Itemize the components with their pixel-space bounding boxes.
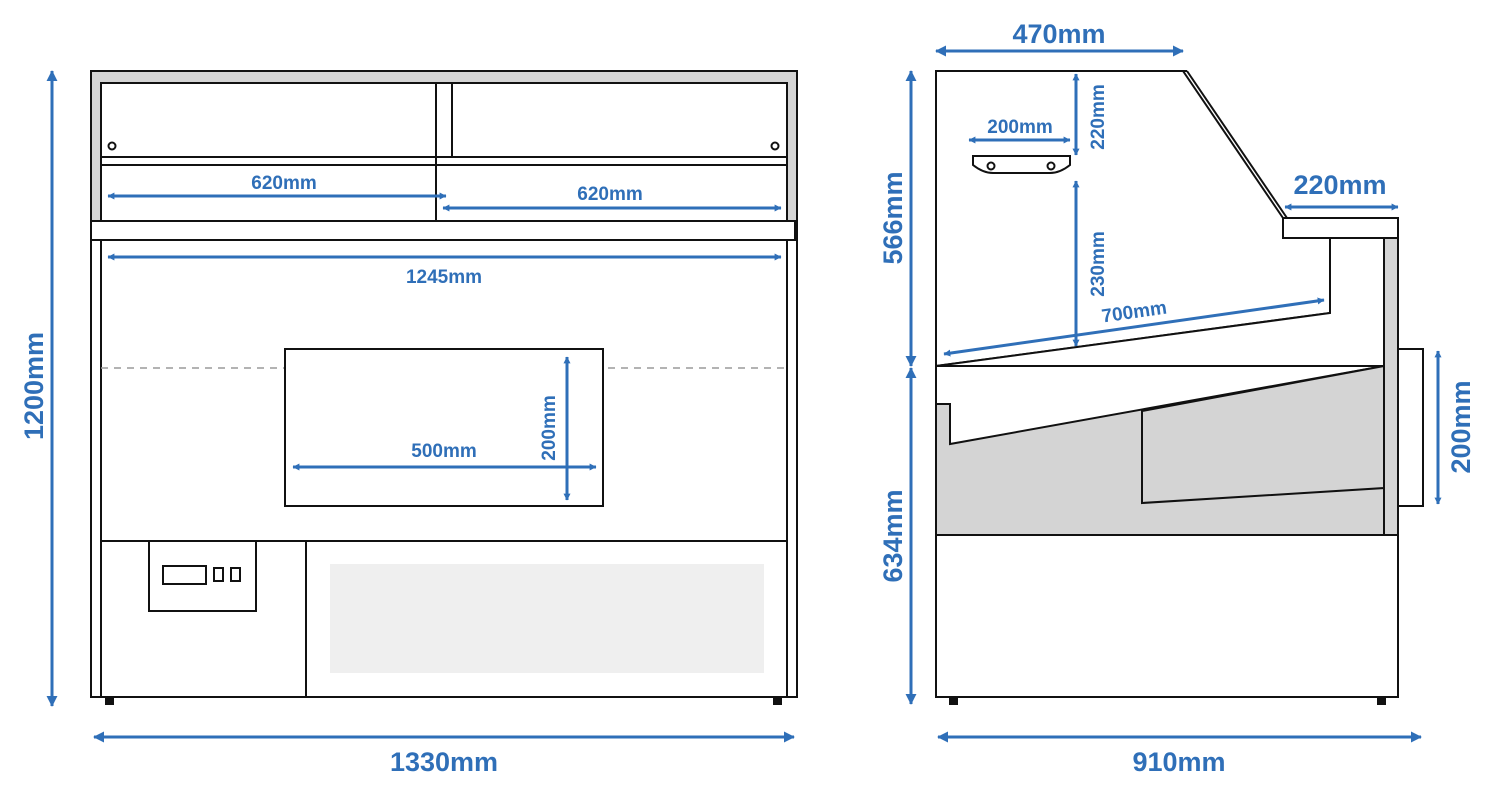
- side-glass-slant: [1186, 70, 1288, 219]
- front-screw-right: [770, 141, 780, 151]
- side-bracket-screw-1: [986, 161, 996, 171]
- label-side-panel: 200mm: [1446, 380, 1476, 473]
- label-shelf-left: 620mm: [251, 173, 317, 194]
- side-foot-left: [949, 697, 958, 705]
- front-display-opening: [284, 348, 604, 507]
- side-view: 470mm 566mm 634mm 910mm 200mm 220mm 230m…: [878, 19, 1476, 777]
- control-button-1: [213, 567, 224, 582]
- front-foot-right: [773, 697, 782, 705]
- label-opening-width: 500mm: [411, 441, 477, 462]
- side-foot-right: [1377, 697, 1386, 705]
- label-inner-width: 1245mm: [406, 267, 482, 288]
- label-total-depth: 910mm: [1132, 747, 1225, 777]
- label-total-height: 1200mm: [19, 332, 49, 440]
- front-foot-left: [105, 697, 114, 705]
- label-shelf-clearance: 220mm: [1088, 84, 1109, 150]
- label-top-depth: 470mm: [1012, 19, 1105, 49]
- label-shelf-right: 620mm: [577, 184, 643, 205]
- label-shelf-width: 200mm: [987, 117, 1053, 138]
- label-opening-height: 200mm: [539, 395, 560, 461]
- side-drawer: [1141, 364, 1385, 505]
- label-total-width: 1330mm: [390, 747, 498, 777]
- side-counter-top: [1282, 217, 1399, 239]
- front-shelf-band: [100, 156, 788, 166]
- dim-arrow-display-depth: [943, 297, 1325, 357]
- label-lower-height: 634mm: [878, 489, 908, 582]
- control-display: [162, 565, 207, 585]
- front-view: 620mm 620mm 1245mm 500mm 200mm 1330mm 12…: [19, 70, 798, 777]
- label-upper-height: 566mm: [878, 171, 908, 264]
- side-bracket-screw-2: [1046, 161, 1056, 171]
- label-inner-height: 230mm: [1088, 231, 1109, 297]
- front-counter-bar: [90, 220, 796, 241]
- side-tab: [1397, 348, 1424, 507]
- front-screw-left: [107, 141, 117, 151]
- side-shelf-bracket: [972, 155, 1071, 174]
- side-base: [935, 534, 1399, 698]
- front-glass-upper: [100, 82, 788, 158]
- front-vent-panel: [330, 564, 764, 673]
- control-button-2: [230, 567, 241, 582]
- label-counter-depth: 220mm: [1293, 170, 1386, 200]
- side-tray-line: [936, 365, 1385, 446]
- front-glass-lower: [100, 164, 788, 222]
